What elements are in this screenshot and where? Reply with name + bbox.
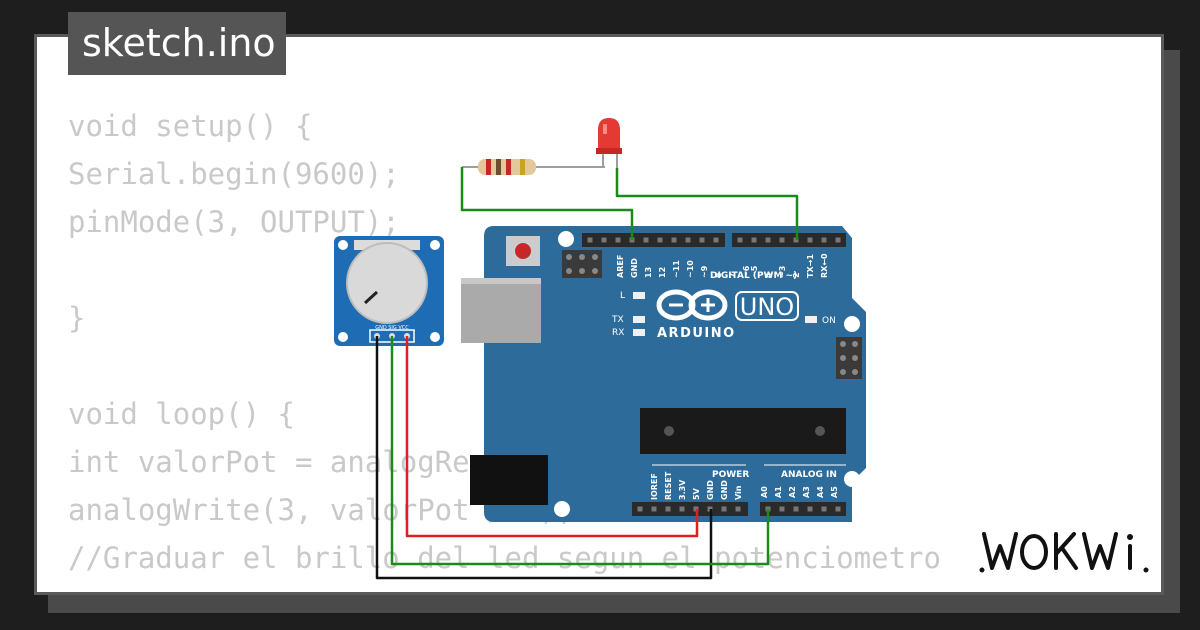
power-label: POWER	[712, 470, 749, 480]
header-pin[interactable]	[657, 237, 663, 243]
on-led-label: ON	[822, 316, 836, 326]
header-pin[interactable]	[713, 237, 719, 243]
wire-pot-gnd[interactable]	[375, 336, 713, 580]
pot-pin-labels: GND SIG VCC	[375, 325, 409, 331]
pin-label: 5V	[692, 487, 701, 500]
sketch-filename: sketch.ino	[68, 12, 286, 75]
analog-header	[760, 502, 846, 516]
header-pin[interactable]	[637, 506, 643, 512]
analog-in-label: ANALOG IN	[781, 470, 837, 480]
header-pin[interactable]	[721, 506, 727, 512]
pin-label: GND	[706, 480, 715, 500]
header-pin[interactable]	[807, 237, 813, 243]
digital-header-left	[582, 233, 725, 247]
pin-label: A0	[760, 486, 769, 498]
header-pin[interactable]	[735, 506, 741, 512]
board-brand: ARDUINO	[657, 326, 736, 341]
code-line: //Graduar el brillo del led segun el pot…	[68, 541, 941, 575]
resistor[interactable]	[462, 159, 605, 175]
pin-label: ~11	[672, 260, 681, 278]
header-pin[interactable]	[615, 237, 621, 243]
header-pin[interactable]	[651, 506, 657, 512]
wokwi-logo	[979, 532, 1149, 573]
pin-label: TX→1	[806, 254, 815, 278]
pin-label: 4	[764, 272, 773, 278]
usb-port	[461, 278, 541, 343]
code-line: Serial.begin(9600);	[68, 157, 400, 191]
pot-knob[interactable]	[346, 242, 428, 324]
header-pin[interactable]	[671, 237, 677, 243]
pin-label: 2	[792, 272, 801, 278]
header-pin[interactable]	[751, 237, 757, 243]
header-pin[interactable]	[779, 506, 785, 512]
atmega-chip	[640, 408, 846, 454]
pin-label: A1	[774, 486, 783, 498]
pin-label: ~6	[742, 265, 751, 278]
pin-label: A3	[802, 486, 811, 498]
wires	[375, 167, 799, 580]
l-led-label: L	[620, 291, 625, 301]
code-editor: void setup() { Serial.begin(9600); pinMode…	[68, 102, 941, 582]
pin-label: ~10	[686, 260, 695, 278]
code-line: pinMode(3, OUTPUT);	[68, 205, 400, 239]
header-pin[interactable]	[679, 506, 685, 512]
pin-label: A5	[830, 486, 839, 498]
wire-pot-a0[interactable]	[390, 336, 770, 566]
pin-label: RX←0	[820, 253, 829, 278]
digital-label: DIGITAL (PWM ~)	[710, 271, 797, 281]
pin-label: IOREF	[650, 473, 659, 500]
header-pin[interactable]	[835, 237, 841, 243]
pin-label: 12	[658, 267, 667, 278]
header-pin[interactable]	[793, 506, 799, 512]
pin-label: 13	[644, 267, 653, 278]
led[interactable]	[596, 118, 622, 168]
arduino-uno-board[interactable]: L TX RX ON UNO ARDUINO DIGITAL (PWM ~) P…	[461, 226, 866, 522]
digital-header-right	[732, 233, 846, 247]
header-pin[interactable]	[737, 237, 743, 243]
header-pin[interactable]	[601, 237, 607, 243]
header-pin[interactable]	[665, 506, 671, 512]
header-pin[interactable]	[765, 237, 771, 243]
power-jack	[470, 455, 548, 505]
pin-label: Vin	[734, 485, 743, 500]
arduino-infinity-logo	[656, 289, 728, 321]
wire-resistor-gnd[interactable]	[460, 167, 634, 240]
header-pin[interactable]	[821, 506, 827, 512]
pin-label: A4	[816, 486, 825, 498]
rx-led-label: RX	[612, 328, 624, 338]
board-model: UNO	[740, 293, 794, 321]
potentiometer[interactable]: GND SIG VCC	[334, 236, 444, 346]
wire-led-pin3[interactable]	[615, 168, 799, 240]
header-pin[interactable]	[821, 237, 827, 243]
pin-label: 8	[714, 272, 723, 278]
header-pin[interactable]	[779, 237, 785, 243]
pin-label: ~5	[750, 265, 759, 278]
header-pin[interactable]	[699, 237, 705, 243]
power-header	[632, 502, 748, 516]
tx-led-label: TX	[611, 315, 624, 325]
code-line: void setup() {	[68, 109, 313, 143]
header-pin[interactable]	[807, 506, 813, 512]
pin-label: 3.3V	[678, 479, 687, 500]
pin-label: AREF	[616, 255, 625, 278]
pin-label: ~9	[700, 265, 709, 278]
header-pin[interactable]	[835, 506, 841, 512]
pin-label: RESET	[664, 471, 673, 500]
pin-label: 7	[728, 272, 737, 278]
pin-label: ~3	[778, 266, 787, 278]
pin-label: GND	[630, 258, 639, 278]
code-line: }	[68, 301, 86, 335]
header-pin[interactable]	[643, 237, 649, 243]
pin-label: GND	[720, 480, 729, 500]
code-line: void loop() {	[68, 397, 295, 431]
header-pin[interactable]	[685, 237, 691, 243]
pin-label: A2	[788, 486, 797, 498]
wire-pot-5v[interactable]	[405, 336, 699, 538]
header-pin[interactable]	[587, 237, 593, 243]
